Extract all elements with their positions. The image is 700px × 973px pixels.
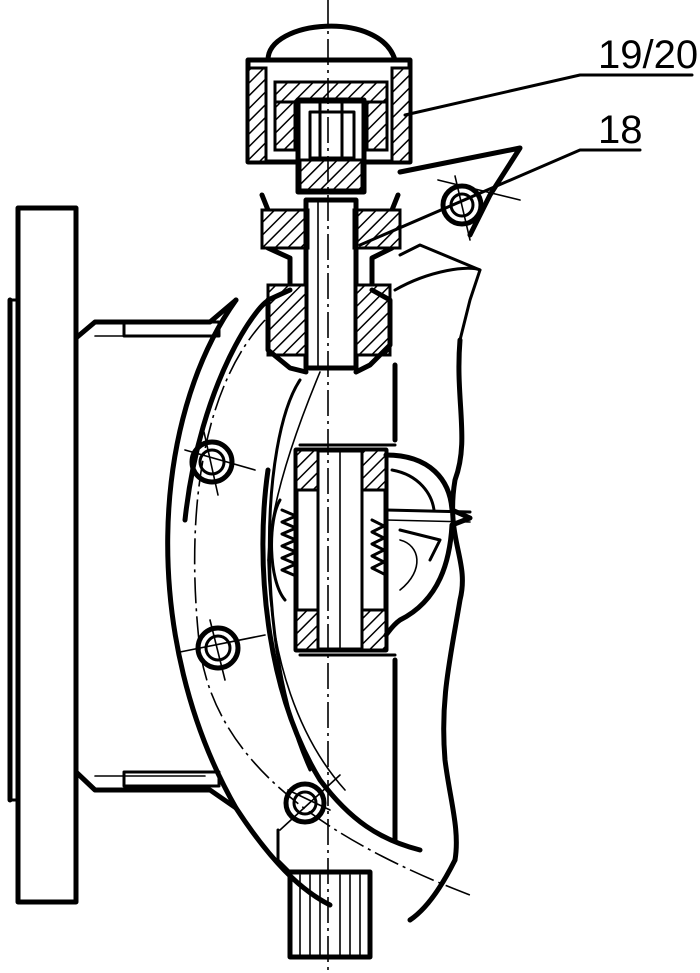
bolt-hole-4 xyxy=(279,774,341,831)
right-housing xyxy=(298,145,523,923)
bolt-hole-2 xyxy=(184,431,256,496)
flange-neck xyxy=(73,297,239,811)
piston-assembly xyxy=(270,447,473,653)
bolt-hole-3 xyxy=(179,619,266,681)
callout-18: 18 xyxy=(598,108,643,152)
top-valve xyxy=(245,23,413,375)
lower-stud xyxy=(276,828,373,960)
callout-19-20: 19/20 xyxy=(598,33,698,77)
bolt-hole-1 xyxy=(437,175,521,241)
leader-lines xyxy=(358,73,694,247)
quadrant-arc xyxy=(165,297,423,908)
left-flange xyxy=(7,205,79,905)
